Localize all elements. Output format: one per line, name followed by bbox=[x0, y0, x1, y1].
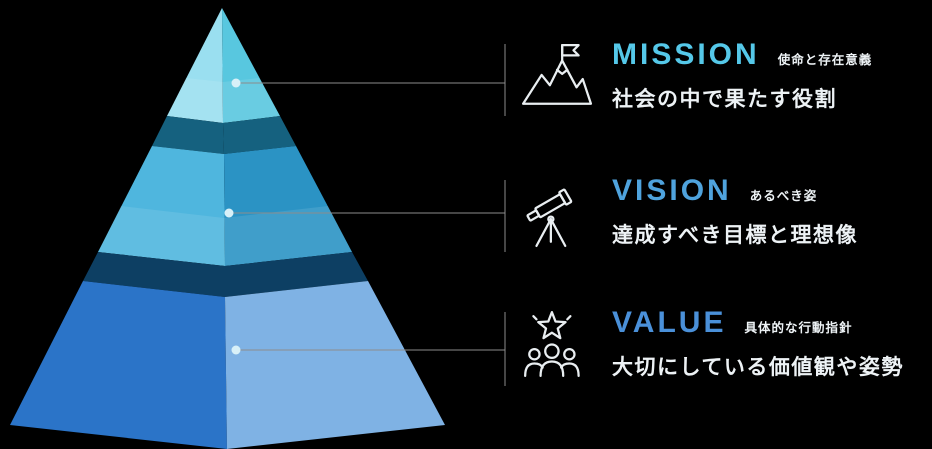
connector-vision-dot bbox=[224, 208, 234, 218]
pyramid-tier-vision-left-face bbox=[98, 146, 225, 266]
value-row: VALUE 具体的な行動指針 大切にしている価値観や姿勢 bbox=[518, 306, 904, 388]
connector-value bbox=[231, 312, 506, 386]
pyramid-band-lower-left bbox=[83, 252, 225, 297]
mission-texts: MISSION 使命と存在意義 社会の中で果たす役割 bbox=[612, 38, 872, 113]
value-texts: VALUE 具体的な行動指針 大切にしている価値観や姿勢 bbox=[612, 306, 904, 381]
telescope-icon bbox=[518, 176, 594, 256]
vision-texts: VISION あるべき姿 達成すべき目標と理想像 bbox=[612, 174, 858, 249]
pyramid-tier-vision-gloss bbox=[98, 206, 352, 266]
pyramid-tier-mission-gloss bbox=[167, 78, 280, 123]
mission-tag: 使命と存在意義 bbox=[777, 53, 873, 67]
pyramid-tier-mission-left-face bbox=[167, 8, 223, 123]
pyramid-band-upper-right bbox=[223, 116, 296, 154]
value-title: VALUE bbox=[612, 306, 727, 339]
vision-title: VISION bbox=[612, 174, 732, 207]
connector-value-dot bbox=[231, 345, 241, 355]
vision-description: 達成すべき目標と理想像 bbox=[612, 223, 859, 247]
vision-tag: あるべき姿 bbox=[749, 189, 818, 203]
pyramid-tier-vision-right-face bbox=[224, 146, 352, 266]
mission-description: 社会の中で果たす役割 bbox=[612, 87, 837, 111]
flag-mountain-icon bbox=[518, 40, 594, 120]
value-description: 大切にしている価値観や姿勢 bbox=[612, 355, 904, 379]
value-tag: 具体的な行動指針 bbox=[744, 321, 853, 335]
mission-title: MISSION bbox=[612, 38, 760, 71]
connector-mission bbox=[231, 44, 506, 116]
star-people-icon bbox=[518, 308, 594, 388]
pyramid-tier-value-right-face bbox=[225, 281, 445, 449]
connector-vision bbox=[224, 180, 506, 252]
connector-mission-dot bbox=[231, 78, 241, 88]
mission-row: MISSION 使命と存在意義 社会の中で果たす役割 bbox=[518, 38, 872, 120]
vision-row: VISION あるべき姿 達成すべき目標と理想像 bbox=[518, 174, 858, 256]
pyramid-band-upper-left bbox=[152, 116, 224, 154]
pyramid-band-lower-right bbox=[225, 252, 368, 297]
pyramid-tier-value-left-face bbox=[10, 281, 227, 449]
pyramid-tier-mission-right-face bbox=[222, 8, 280, 123]
